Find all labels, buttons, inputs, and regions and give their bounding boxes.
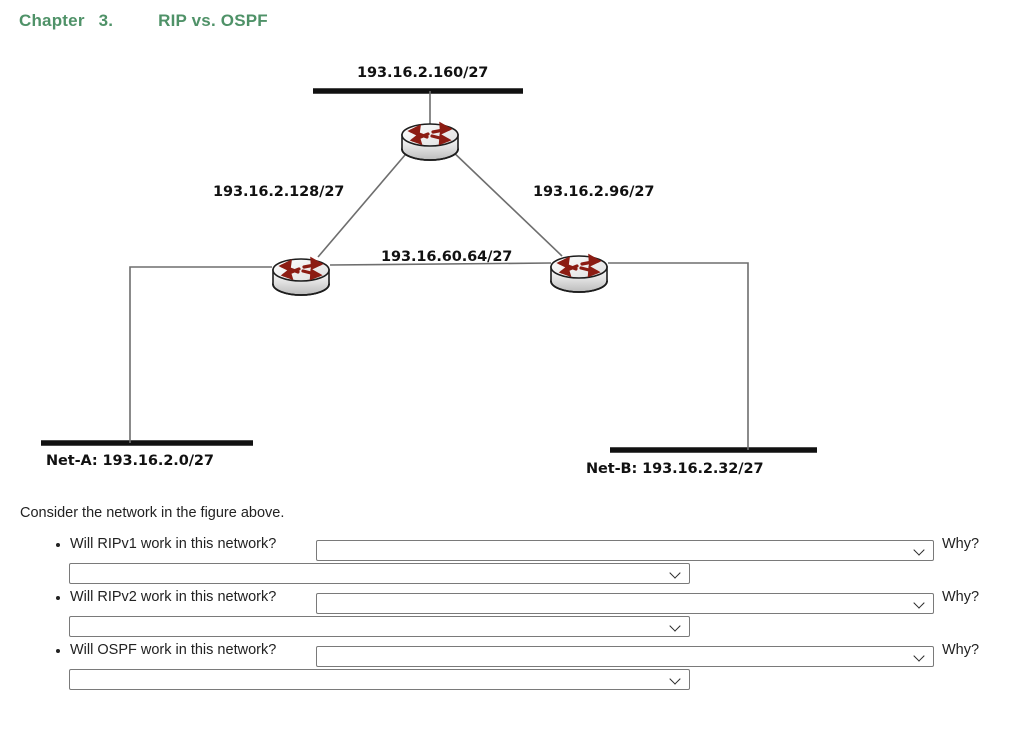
link-right-net-b: [608, 262, 749, 450]
question-label: Will RIPv2 work in this network?: [70, 589, 277, 605]
why-label: Why?: [942, 589, 980, 605]
chevron-down-icon: [914, 597, 925, 608]
chevron-down-icon: [914, 650, 925, 661]
router-left: [271, 257, 331, 297]
label-left-link: 193.16.2.128/27: [213, 184, 345, 200]
chapter-title: RIP vs. OSPF: [158, 11, 268, 30]
link-left-net-a: [129, 266, 272, 443]
question-label: Will OSPF work in this network?: [70, 642, 277, 658]
chevron-down-icon: [670, 620, 681, 631]
bullet-icon: [56, 649, 60, 653]
label-net-a: Net-A: 193.16.2.0/27: [46, 453, 214, 469]
ospf-answer-dropdown[interactable]: [316, 646, 934, 667]
bullet-icon: [56, 543, 60, 547]
label-right-link: 193.16.2.96/27: [533, 184, 655, 200]
chevron-down-icon: [670, 673, 681, 684]
label-net-b: Net-B: 193.16.2.32/27: [586, 461, 764, 477]
ripv2-why-dropdown[interactable]: [69, 616, 690, 637]
network-topology-figure: 193.16.2.160/27 193.16.2.128/27 193.16.2…: [0, 52, 1024, 492]
list-item: Will RIPv2 work in this network? Why?: [0, 589, 1024, 642]
ripv1-why-dropdown[interactable]: [69, 563, 690, 584]
chevron-down-icon: [914, 544, 925, 555]
consider-text: Consider the network in the figure above…: [20, 505, 285, 521]
router-right: [549, 254, 609, 294]
label-middle-link: 193.16.60.64/27: [381, 249, 513, 265]
page-title: Chapter 3. RIP vs. OSPF: [19, 11, 268, 31]
topology-svg: [41, 88, 817, 453]
link-left-right: [329, 262, 552, 266]
chapter-word: Chapter: [19, 11, 85, 30]
list-item: Will RIPv1 work in this network? Why?: [0, 536, 1024, 589]
ripv2-answer-dropdown[interactable]: [316, 593, 934, 614]
link-top-right: [448, 147, 563, 257]
chevron-down-icon: [670, 567, 681, 578]
list-item: Will OSPF work in this network? Why?: [0, 642, 1024, 695]
link-top-left: [317, 147, 412, 258]
question-label: Will RIPv1 work in this network?: [70, 536, 277, 552]
router-top: [400, 122, 460, 162]
label-top-bus: 193.16.2.160/27: [357, 65, 489, 81]
why-label: Why?: [942, 536, 980, 552]
chapter-number: 3.: [98, 11, 114, 30]
ripv1-answer-dropdown[interactable]: [316, 540, 934, 561]
why-label: Why?: [942, 642, 980, 658]
ospf-why-dropdown[interactable]: [69, 669, 690, 690]
bullet-icon: [56, 596, 60, 600]
question-list: Will RIPv1 work in this network? Why? Wi…: [0, 536, 1024, 695]
